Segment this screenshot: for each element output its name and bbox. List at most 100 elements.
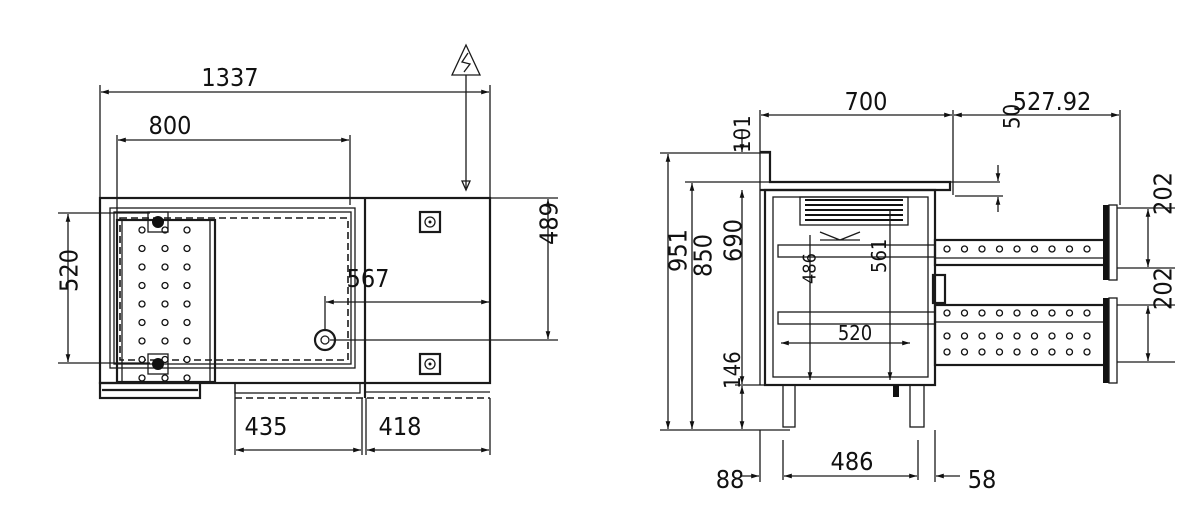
perforation-hole — [1013, 348, 1021, 356]
perforation-hole — [1030, 245, 1039, 253]
dim-front-offset: 58 — [968, 465, 997, 494]
perforation-hole — [943, 309, 951, 317]
perforation-hole — [978, 332, 986, 340]
dim-rear-offset: 88 — [716, 465, 745, 494]
perforation-hole — [161, 281, 169, 290]
perforation-hole — [1048, 309, 1056, 317]
perforation-hole — [1083, 309, 1091, 317]
dim-depth-left: 520 — [55, 249, 84, 292]
perforation-hole — [183, 300, 191, 308]
perforation-hole — [1013, 309, 1021, 317]
perforation-hole — [978, 348, 986, 356]
perforation-hole — [978, 309, 986, 317]
perforation-hole — [138, 263, 146, 271]
perforation-hole — [183, 337, 191, 345]
dim-drawer-height-lower: 202 — [1149, 267, 1178, 310]
dim-body-height: 690 — [719, 219, 748, 262]
caster-mount — [418, 210, 442, 234]
perforation-hole — [960, 348, 969, 356]
caster-mount — [147, 211, 169, 233]
dim-drain-offset: 567 — [347, 264, 390, 293]
dim-worktop-height: 850 — [689, 234, 718, 277]
leg — [909, 384, 925, 428]
dim-drawer-extension: 527.92 — [1013, 87, 1092, 116]
perforation-hole — [161, 244, 169, 253]
perforation-hole — [1048, 348, 1056, 356]
dim-total-height: 951 — [664, 229, 693, 272]
dim-compartment-width: 800 — [149, 111, 192, 140]
dim-cabinet-depth: 700 — [845, 87, 888, 116]
perforation-hole — [1083, 332, 1091, 340]
perforation-hole — [183, 281, 191, 290]
perforation-hole — [1083, 348, 1091, 356]
perforation-hole — [1048, 245, 1056, 253]
perforation-hole — [183, 263, 191, 271]
basket — [115, 218, 217, 384]
perforation-hole — [138, 226, 146, 234]
perforation-hole — [1048, 332, 1056, 340]
caster-mount — [147, 353, 169, 375]
perforation-hole — [1013, 332, 1021, 340]
perforation-hole — [161, 263, 169, 271]
perforation-hole — [138, 300, 146, 308]
dim-inner-depth: 520 — [838, 321, 872, 345]
perforation-hole — [995, 309, 1004, 317]
perforation-hole — [1065, 245, 1074, 253]
caster-mount — [418, 352, 442, 376]
perforation-hole — [138, 355, 146, 364]
dim-top-thickness: 101 — [731, 115, 756, 153]
perforation-hole — [943, 332, 951, 340]
perforation-hole — [161, 374, 169, 382]
dim-side-width: 418 — [379, 412, 422, 441]
perforation-hole — [138, 374, 146, 382]
perforation-hole — [138, 337, 146, 345]
perforation-hole — [995, 348, 1004, 356]
drawer-upper — [933, 238, 1107, 267]
dim-door-width: 435 — [245, 412, 288, 441]
perforation-hole — [138, 318, 146, 327]
drawer-lower — [933, 303, 1107, 367]
dim-overall-width: 1337 — [201, 63, 258, 92]
perforation-hole — [960, 332, 969, 340]
perforation-hole — [960, 245, 969, 253]
perforation-hole — [1065, 332, 1074, 340]
dim-leg-height: 146 — [721, 351, 746, 389]
dim-leg-spacing: 486 — [831, 447, 874, 476]
dim-drawer-height-upper: 202 — [1149, 172, 1178, 215]
dashed-compartment — [119, 217, 349, 361]
perforation-hole — [183, 226, 191, 234]
dim-offset-top: 50 — [1000, 104, 1025, 129]
perforation-hole — [161, 300, 169, 308]
perforation-hole — [138, 244, 146, 253]
side-view: 700 527.92 520 486 561 101 951 850 690 — [660, 87, 1178, 494]
perforation-hole — [943, 348, 951, 356]
perforation-hole — [161, 318, 169, 327]
perforation-hole — [978, 245, 986, 253]
perforation-hole — [995, 332, 1004, 340]
door-handle-left — [98, 381, 202, 400]
perforation-hole — [1030, 332, 1039, 340]
perforation-hole — [1013, 245, 1021, 253]
dim-depth-right: 489 — [535, 202, 564, 245]
dim-inner-height: 561 — [867, 239, 891, 273]
cabinet-body — [763, 188, 937, 387]
perforation-hole — [1030, 348, 1039, 356]
control-box — [931, 273, 947, 305]
perforation-hole — [183, 244, 191, 253]
perforation-hole — [1065, 309, 1074, 317]
perforation-hole — [943, 245, 951, 253]
perforation-hole — [138, 281, 146, 290]
perforation-hole — [1030, 309, 1039, 317]
perforation-hole — [995, 245, 1004, 253]
perforation-hole — [183, 374, 191, 382]
dim-drawer-inner-height: 486 — [800, 253, 821, 284]
perforation-hole — [1065, 348, 1074, 356]
top-view: 1337 800 520 489 567 435 418 — [55, 43, 564, 455]
perforation-hole — [1083, 245, 1091, 253]
electrical-hazard-icon — [450, 43, 482, 192]
perforation-hole — [183, 318, 191, 327]
perforation-hole — [960, 309, 969, 317]
leg — [782, 384, 796, 428]
perforation-hole — [183, 355, 191, 364]
